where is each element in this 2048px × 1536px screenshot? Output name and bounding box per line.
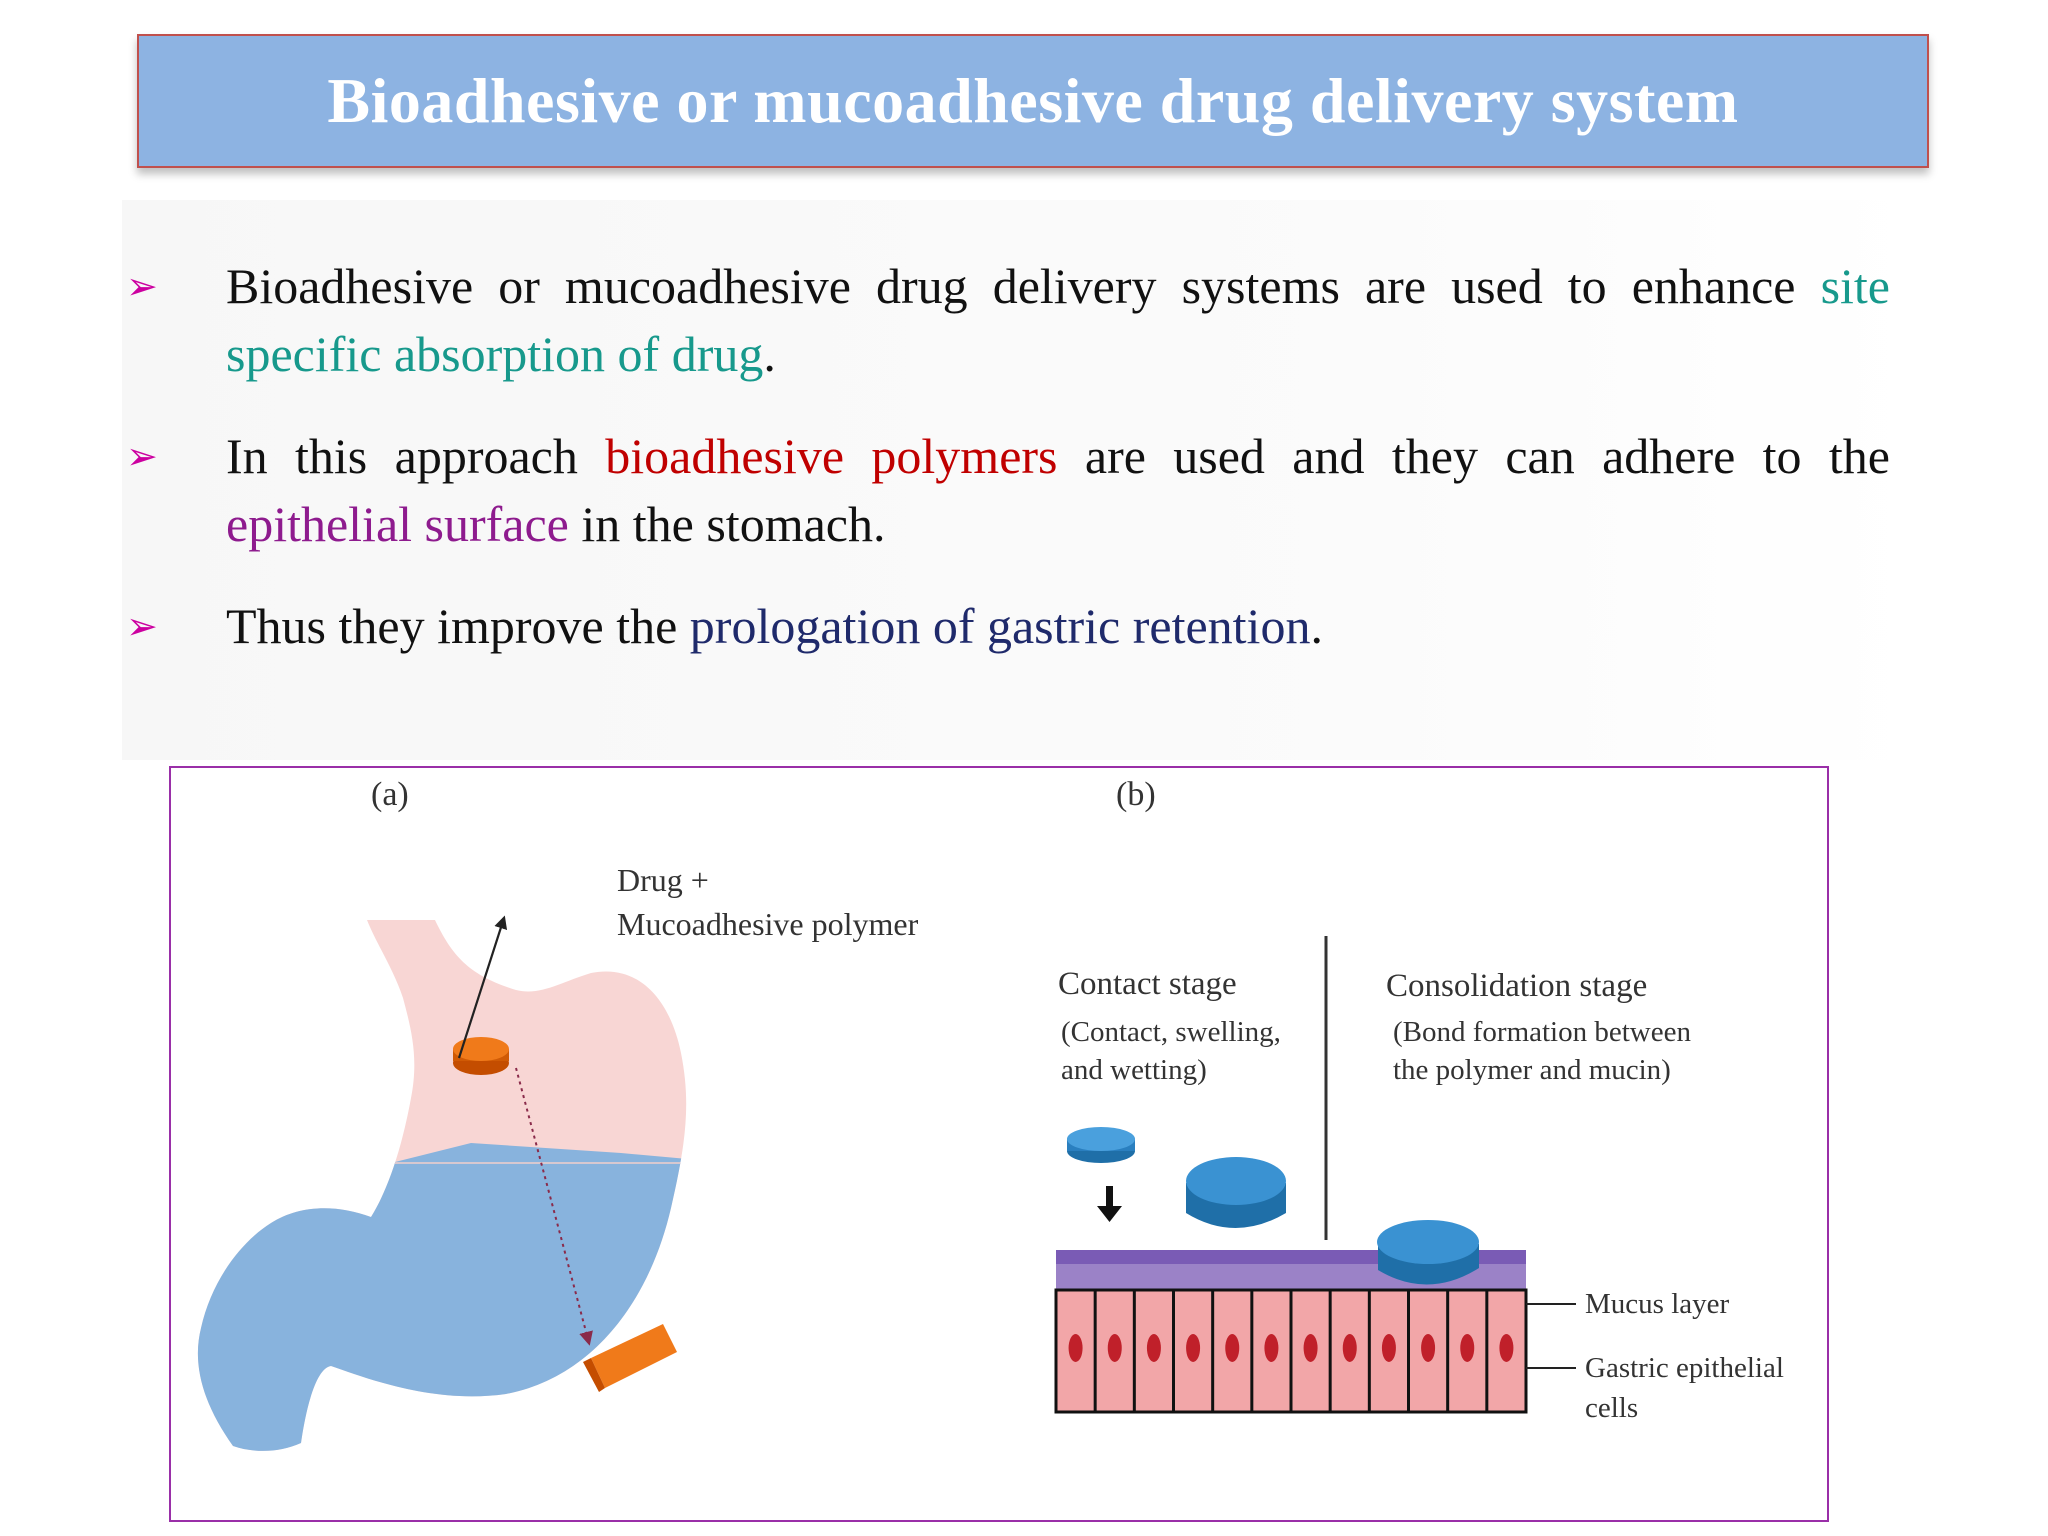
down-arrow-icon xyxy=(1097,1186,1122,1222)
panel-a-label: (a) xyxy=(371,776,409,813)
bullet-2-text-middle: are used and they can adhere to the xyxy=(1057,428,1891,484)
cell-nucleus xyxy=(1264,1334,1279,1362)
falling-tablet xyxy=(1067,1127,1135,1163)
swelling-tablet xyxy=(1186,1157,1286,1228)
mucoadhesion-diagram xyxy=(197,915,1576,1451)
consolidated-tablet xyxy=(1377,1220,1479,1285)
slide-title: Bioadhesive or mucoadhesive drug deliver… xyxy=(327,65,1739,136)
bullet-item-2: ➢ In this approach bioadhesive polymers … xyxy=(120,422,1890,558)
bullet-2-text-start: In this approach xyxy=(226,428,606,484)
consolidation-stage-desc-2: the polymer and mucin) xyxy=(1393,1054,1671,1086)
epithelial-label-2: cells xyxy=(1585,1392,1639,1424)
bullet-2-highlight-polymers: bioadhesive polymers xyxy=(605,428,1058,484)
epithelial-label-1: Gastric epithelial xyxy=(1585,1352,1784,1384)
bullet-2-highlight-surface: epithelial surface xyxy=(226,496,569,552)
bullet-2-text-end: in the stomach. xyxy=(568,496,886,552)
epithelial-cell-row xyxy=(1054,1288,1528,1414)
content-background xyxy=(122,200,1922,760)
bullet-item-3: ➢ Thus they improve the prologation of g… xyxy=(120,592,1890,660)
cell-nucleus xyxy=(1146,1334,1161,1362)
cell-nucleus xyxy=(1499,1334,1514,1362)
contact-stage-desc-1: (Contact, swelling, xyxy=(1061,1016,1281,1048)
mucus-layer-label: Mucus layer xyxy=(1585,1288,1730,1320)
cell-nucleus xyxy=(1303,1334,1318,1362)
cell-nucleus xyxy=(1107,1334,1122,1362)
consolidation-stage-desc-1: (Bond formation between xyxy=(1393,1016,1691,1048)
drug-tablet-attached xyxy=(583,1324,677,1392)
title-banner: Bioadhesive or mucoadhesive drug deliver… xyxy=(137,34,1929,168)
bullet-1-highlight: site specific absorption of drug xyxy=(226,258,1890,382)
cell-nucleus xyxy=(1460,1334,1475,1362)
panel-b-label: (b) xyxy=(1116,776,1156,813)
contact-stage-title: Contact stage xyxy=(1058,966,1237,1002)
bullet-arrow-icon: ➢ xyxy=(126,264,158,308)
bullet-arrow-icon: ➢ xyxy=(126,604,158,648)
bullet-3-text: Thus they improve the xyxy=(226,598,690,654)
bullet-item-1: ➢ Bioadhesive or mucoadhesive drug deliv… xyxy=(120,252,1890,388)
cell-nucleus xyxy=(1381,1334,1396,1362)
annotation-line-1: Drug + xyxy=(617,862,709,898)
contact-stage-desc-2: and wetting) xyxy=(1061,1054,1207,1086)
movement-arrow xyxy=(515,1067,593,1346)
annotation-arrow xyxy=(457,915,508,1059)
figure-frame: (a) (b) Drug + Mucoadhesive polymer Cont… xyxy=(169,766,1829,1522)
bullet-3-highlight: prologation of gastric retention xyxy=(689,598,1311,654)
annotation-line-2: Mucoadhesive polymer xyxy=(617,906,919,942)
bullet-1-text: Bioadhesive or mucoadhesive drug deliver… xyxy=(226,258,1821,314)
cell-nucleus xyxy=(1186,1334,1201,1362)
cell-nucleus xyxy=(1421,1334,1436,1362)
cell-nucleus xyxy=(1342,1334,1357,1362)
bullet-arrow-icon: ➢ xyxy=(126,434,158,478)
bullet-1-end: . xyxy=(763,326,776,382)
bullet-3-end: . xyxy=(1310,598,1323,654)
bullet-list: ➢ Bioadhesive or mucoadhesive drug deliv… xyxy=(120,252,1890,694)
cell-nucleus xyxy=(1225,1334,1240,1362)
drug-tablet-top xyxy=(453,1037,509,1075)
consolidation-stage-title: Consolidation stage xyxy=(1386,968,1648,1004)
cell-nucleus xyxy=(1068,1334,1083,1362)
